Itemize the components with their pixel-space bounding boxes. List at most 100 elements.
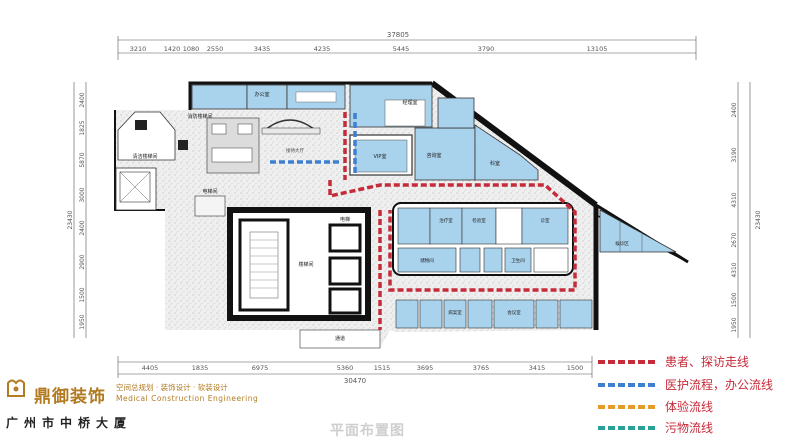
room-label: VIP室 (374, 153, 387, 160)
legend-labels: 患者、探访走线 医护流程，办公流线 体验流线 污物流线 (665, 355, 773, 435)
room-label: 通道 (335, 335, 345, 342)
right-dims: 2400 3190 4310 2670 4310 1500 1950 23430 (731, 102, 762, 332)
room (437, 97, 475, 129)
room-label: 候诊区 (615, 240, 629, 247)
elevator-core: 电梯 楼梯间 通道 (227, 207, 381, 349)
dim-label: 4235 (314, 45, 331, 53)
overall-bottom-dimension: 30470 (344, 377, 366, 385)
room (521, 207, 569, 245)
reception-area: 接待大厅 (206, 117, 321, 174)
patient-flow-lines (328, 112, 577, 330)
dim-label: 1950 (731, 317, 738, 332)
dim-label: 3435 (254, 45, 271, 53)
room-label: 病案室 (448, 309, 462, 316)
dim-label: 1500 (567, 364, 584, 372)
room-label: 科室 (490, 160, 500, 167)
building-name: 广州市中桥大厦 (6, 416, 133, 430)
room-label: 经理室 (402, 99, 417, 106)
room (483, 247, 503, 273)
dim-label: 1080 (183, 45, 200, 53)
room (443, 299, 467, 329)
dim-label: 4310 (731, 192, 738, 207)
elevator-shaft (328, 287, 362, 315)
room (533, 247, 569, 273)
room (384, 99, 426, 127)
stair-shaft (238, 218, 290, 312)
dim-label: 2550 (207, 45, 224, 53)
dim-label: 5445 (393, 45, 410, 53)
left-dimension-lines (73, 82, 87, 338)
room (397, 247, 457, 273)
room (429, 207, 463, 245)
room (115, 167, 157, 211)
room (395, 299, 419, 329)
drawing-title: 平面布置图 (330, 423, 405, 439)
bottom-rooms: 病案室 会议室 (395, 299, 593, 329)
left-dims: 2400 1825 5870 3000 2400 2900 1500 1950 … (67, 92, 86, 329)
legend-label-staff: 医护流程，办公流线 (665, 377, 773, 392)
dim-label: 2400 (731, 102, 738, 117)
room-label: 办公室 (254, 91, 269, 98)
room-label: 诊室 (541, 217, 550, 224)
room (117, 111, 176, 161)
room-label: 治疗室 (439, 217, 453, 224)
dim-label: 3190 (731, 147, 738, 162)
dim-label: 1500 (731, 292, 738, 307)
legend-label-experience: 体验流线 (665, 399, 713, 414)
staff-flow-lines (270, 113, 357, 175)
dim-label: 3765 (473, 364, 490, 372)
central-rooms: VIP室 经理室 咨询室 科室 (349, 84, 539, 181)
right-wing: 候诊区 (599, 209, 677, 253)
dim-label: 3695 (417, 364, 434, 372)
legend-label-waste: 污物流线 (665, 421, 713, 435)
room (599, 209, 677, 253)
room-label: 清洁楼梯间 (132, 153, 157, 160)
room (354, 139, 408, 173)
dim-label: 23430 (67, 210, 74, 229)
dim-label: 23430 (755, 210, 762, 229)
dim-label: 1825 (79, 120, 86, 135)
room-label: 会议室 (507, 309, 521, 316)
room (246, 84, 288, 110)
room-label: 电梯 (340, 216, 350, 223)
brand-name-en: Medical Construction Engineering (116, 394, 259, 403)
room-label: 电梯间 (202, 188, 217, 195)
legend-swatches (598, 360, 656, 430)
room-label: 接待大厅 (286, 147, 304, 154)
room-label: 咨询室 (426, 152, 441, 159)
room (535, 299, 559, 329)
room (493, 299, 535, 329)
brand-logo-icon (7, 379, 25, 397)
dim-label: 1500 (79, 287, 86, 302)
dim-label: 3000 (79, 187, 86, 202)
brand-name: 鼎御装饰 (34, 387, 106, 407)
dim-label: 1835 (192, 364, 209, 372)
elevator-shaft (328, 256, 362, 286)
room (559, 299, 593, 329)
room (414, 127, 476, 181)
top-dims: 3210 1420 1080 2550 3435 4235 5445 3790 … (130, 45, 608, 53)
top-left-rooms: 消防楼梯间 办公室 (187, 84, 346, 120)
room-label: 消防楼梯间 (187, 113, 212, 120)
elevator-shaft (328, 223, 362, 253)
top-dimension-lines (117, 36, 697, 60)
room (461, 207, 497, 245)
room (191, 84, 248, 110)
room (474, 124, 539, 181)
right-dimension-lines (737, 82, 751, 338)
room (119, 171, 151, 203)
room-label: 楼梯间 (298, 261, 313, 268)
dim-label: 3210 (130, 45, 147, 53)
room (504, 247, 532, 273)
room-label: 储物间 (420, 257, 434, 264)
dim-label: 6975 (252, 364, 269, 372)
room (495, 207, 523, 245)
left-room-block: 清洁楼梯间 电梯间 (115, 111, 226, 217)
dim-label: 4310 (731, 262, 738, 277)
dim-label: 2900 (79, 254, 86, 269)
dim-label: 2400 (79, 92, 86, 107)
dim-label: 4405 (142, 364, 159, 372)
dim-label: 13105 (587, 45, 608, 53)
